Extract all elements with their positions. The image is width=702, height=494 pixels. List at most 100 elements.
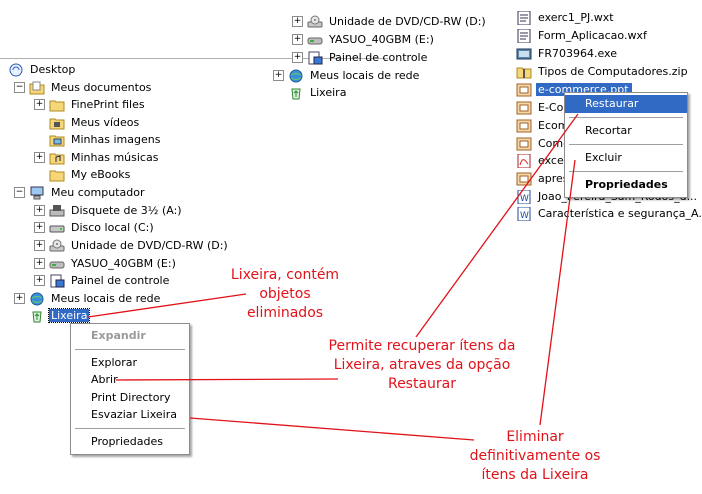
file-name: Ecom bbox=[538, 119, 569, 132]
expander-icon[interactable]: + bbox=[34, 152, 45, 163]
file-name: Come bbox=[538, 137, 570, 150]
tree-item-recycle-bin-top[interactable]: Lixeira bbox=[273, 84, 348, 101]
menu-item-abrir[interactable]: Abrir bbox=[91, 373, 118, 386]
expander-icon bbox=[34, 169, 45, 180]
expander-icon[interactable]: + bbox=[292, 16, 303, 27]
menu-item-esvaziar-lixeira[interactable]: Esvaziar Lixeira bbox=[91, 408, 177, 421]
tree-item-label: Meus documentos bbox=[51, 81, 152, 94]
annotation-text: Permite recuperar ítens da bbox=[328, 338, 516, 354]
tree-item-my-videos[interactable]: Meus vídeos bbox=[34, 114, 141, 131]
tree-item-floppy[interactable]: + Disquete de 3½ (A:) bbox=[34, 202, 184, 219]
tree-item-network[interactable]: + Meus locais de rede bbox=[14, 290, 162, 307]
tree-item-usb[interactable]: + YASUO_40GBM (E:) bbox=[34, 255, 178, 272]
file-item[interactable]: Tipos de Computadores.zip bbox=[516, 63, 690, 80]
menu-separator bbox=[569, 117, 683, 118]
tree-item-dvd[interactable]: + Unidade de DVD/CD-RW (D:) bbox=[34, 237, 230, 254]
tree-item-control-panel[interactable]: + Painel de controle bbox=[34, 272, 171, 289]
annotation-line-abrir bbox=[115, 378, 339, 381]
expander-icon[interactable]: + bbox=[34, 205, 45, 216]
presentation-file-icon bbox=[516, 137, 532, 150]
annotation-line-esvaziar bbox=[189, 417, 475, 441]
file-item[interactable]: apres bbox=[516, 170, 571, 187]
tree-item-desktop[interactable]: Desktop bbox=[8, 61, 77, 78]
file-name: exerc1_PJ.wxt bbox=[538, 11, 614, 24]
file-name: FR703964.exe bbox=[538, 47, 617, 60]
annotation-eliminar: Eliminar definitivamente os ítens da Lix… bbox=[445, 428, 625, 485]
tree-item-label: Meu computador bbox=[51, 186, 145, 199]
tree-item-network-top[interactable]: + Meus locais de rede bbox=[273, 67, 421, 84]
tree-item-dvd-top[interactable]: + Unidade de DVD/CD-RW (D:) bbox=[292, 13, 488, 30]
file-name: Tipos de Computadores.zip bbox=[538, 65, 688, 78]
tree-item-recycle-bin[interactable]: Lixeira bbox=[14, 307, 91, 324]
removable-drive-icon bbox=[307, 37, 323, 44]
menu-item-propriedades[interactable]: Propriedades bbox=[585, 178, 668, 191]
file-context-menu: Restaurar Recortar Excluir Propriedades bbox=[564, 92, 688, 198]
word-file-icon: W bbox=[517, 206, 531, 221]
file-item[interactable]: W Característica e segurança_A... bbox=[516, 205, 702, 222]
dvd-drive-icon bbox=[307, 15, 323, 27]
menu-item-restaurar[interactable]: Restaurar bbox=[565, 95, 687, 113]
expander-icon[interactable]: + bbox=[34, 258, 45, 269]
menu-item-explorar[interactable]: Explorar bbox=[91, 356, 138, 369]
tree-item-my-music[interactable]: + Minhas músicas bbox=[34, 149, 160, 166]
file-item[interactable]: excel bbox=[516, 152, 569, 169]
network-places-icon bbox=[289, 69, 303, 82]
tree-item-label: YASUO_40GBM (E:) bbox=[71, 257, 176, 270]
tree-item-label: FinePrint files bbox=[71, 98, 145, 111]
expander-icon[interactable]: + bbox=[34, 222, 45, 233]
tree-item-fineprint[interactable]: + FinePrint files bbox=[34, 96, 147, 113]
expander-icon[interactable]: + bbox=[34, 99, 45, 110]
tree-item-my-documents[interactable]: − Meus documentos bbox=[14, 79, 153, 96]
tree-item-label: Desktop bbox=[30, 63, 76, 76]
tree-item-my-pictures[interactable]: Minhas imagens bbox=[34, 131, 162, 148]
menu-separator bbox=[569, 144, 683, 145]
annotation-text: eliminados bbox=[246, 305, 324, 321]
music-folder-icon bbox=[49, 153, 65, 164]
expander-icon[interactable]: + bbox=[14, 293, 25, 304]
recycle-bin-icon bbox=[291, 88, 301, 99]
file-item[interactable]: Come bbox=[516, 135, 572, 152]
expander-icon bbox=[34, 134, 45, 145]
expander-icon[interactable]: − bbox=[14, 187, 25, 198]
file-item[interactable]: exerc1_PJ.wxt bbox=[516, 9, 616, 26]
file-item[interactable]: E-Cor bbox=[516, 99, 570, 116]
expander-icon[interactable]: − bbox=[14, 82, 25, 93]
annotation-line-lixeira bbox=[87, 293, 247, 318]
tree-item-usb-top[interactable]: + YASUO_40GBM (E:) bbox=[292, 31, 436, 48]
tree-item-label: Minhas imagens bbox=[71, 133, 161, 146]
menu-item-recortar[interactable]: Recortar bbox=[585, 124, 632, 137]
menu-separator bbox=[75, 428, 185, 429]
file-item[interactable]: Form_Aplicacao.wxf bbox=[516, 27, 649, 44]
expander-icon[interactable]: + bbox=[292, 34, 303, 45]
file-item[interactable]: Ecom bbox=[516, 117, 570, 134]
recycle-bin-icon bbox=[32, 311, 42, 322]
tree-item-label: Disco local (C:) bbox=[71, 221, 154, 234]
tree-item-my-computer[interactable]: − Meu computador bbox=[14, 184, 146, 201]
tree-item-local-disk[interactable]: + Disco local (C:) bbox=[34, 219, 156, 236]
annotation-text: definitivamente os bbox=[469, 448, 601, 464]
expander-icon[interactable]: + bbox=[292, 52, 303, 63]
file-name: E-Cor bbox=[538, 101, 568, 114]
menu-item-excluir[interactable]: Excluir bbox=[585, 151, 622, 164]
expander-icon[interactable]: + bbox=[34, 275, 45, 286]
dvd-drive-icon bbox=[49, 239, 65, 251]
tree-item-label: Lixeira bbox=[310, 86, 347, 99]
file-item[interactable]: FR703964.exe bbox=[516, 45, 619, 62]
menu-item-propriedades[interactable]: Propriedades bbox=[91, 435, 163, 448]
tree-item-label: Disquete de 3½ (A:) bbox=[71, 204, 182, 217]
tree-item-control-panel-top[interactable]: + Painel de controle bbox=[292, 49, 429, 66]
tree-item-label: Painel de controle bbox=[329, 51, 428, 64]
annotation-restaurar: Permite recuperar ítens da Lixeira, atra… bbox=[312, 337, 532, 394]
annotation-text: objetos bbox=[259, 286, 311, 302]
menu-item-print-directory[interactable]: Print Directory bbox=[91, 391, 171, 404]
file-name: Característica e segurança_A... bbox=[538, 207, 702, 220]
file-name: apres bbox=[538, 172, 569, 185]
expander-icon[interactable]: + bbox=[273, 70, 284, 81]
desktop-icon bbox=[9, 63, 23, 76]
document-file-icon bbox=[517, 10, 531, 25]
tree-item-my-ebooks[interactable]: My eBooks bbox=[34, 166, 132, 183]
annotation-text: ítens da Lixeira bbox=[481, 467, 589, 483]
expander-icon[interactable]: + bbox=[34, 240, 45, 251]
presentation-file-icon bbox=[516, 172, 532, 185]
